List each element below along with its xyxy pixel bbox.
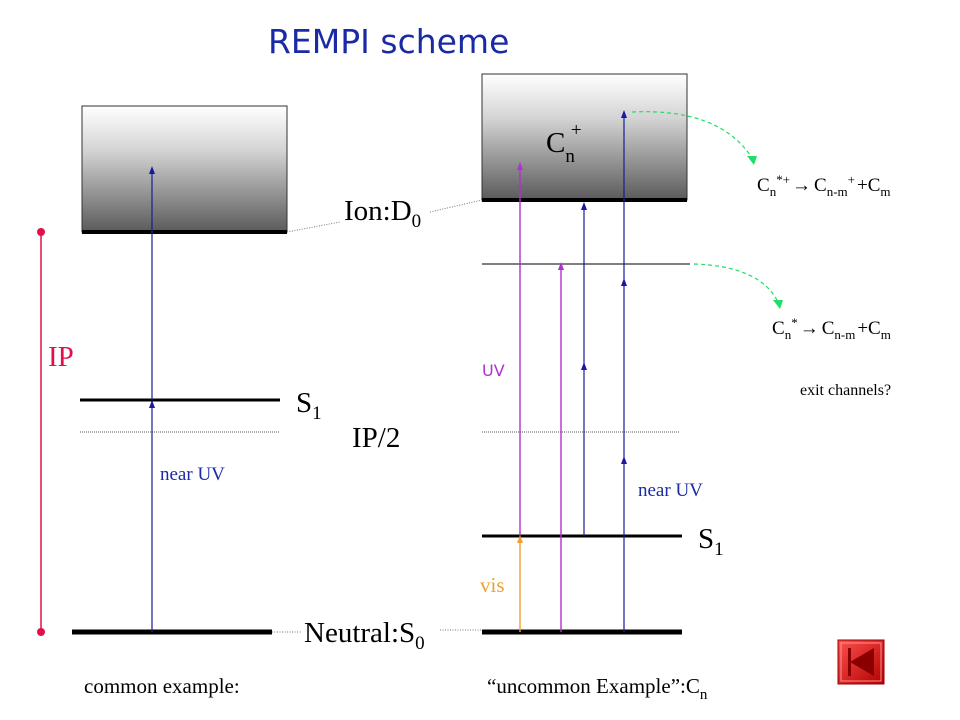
near-uv-label-left: near UV <box>160 464 225 485</box>
exit-channel-ionic: Cn*+→Cn-m++Cm <box>757 172 891 199</box>
vis-arrowhead <box>517 535 523 543</box>
near-uv-label-right: near UV <box>638 480 703 501</box>
caption-uncommon-example: “uncommon Example”:Cn <box>487 674 708 703</box>
excitation-arrowhead-s0-s1-left <box>149 400 155 408</box>
s1-label-left: S1 <box>296 387 322 424</box>
ionization-arrowhead-left <box>149 166 155 174</box>
ip-half-label: IP/2 <box>352 422 400 454</box>
vis-label: vis <box>480 573 505 597</box>
ip-bracket-bottom-dot <box>37 628 45 636</box>
uv-arrowhead-s1-to-ion <box>517 162 523 170</box>
near-uv-arrowhead-ground-step2 <box>621 278 627 286</box>
dissociation-arrow-ionic <box>631 111 753 159</box>
uv-label: UV <box>482 361 505 380</box>
previous-slide-button[interactable] <box>837 639 885 685</box>
ion-label: Ion:D0 <box>344 195 421 232</box>
previous-slide-icon <box>848 648 874 676</box>
ion-label-leader-right <box>429 199 483 213</box>
exit-channel-neutral: Cn*→Cn-m+Cm <box>772 315 891 342</box>
near-uv-arrowhead-ground-step3 <box>621 110 627 118</box>
cation-label: Cn+ <box>546 120 582 167</box>
ion-continuum-right <box>481 73 688 201</box>
dissociation-arrowhead-neutral <box>773 300 783 309</box>
neutral-label: Neutral:S0 <box>304 617 425 654</box>
exit-channels-question: exit channels? <box>800 382 891 399</box>
near-uv-arrowhead-ground-step1 <box>621 456 627 464</box>
near-uv-arrowhead-s1-step1 <box>581 362 587 370</box>
dissociation-arrow-neutral <box>693 263 779 303</box>
s1-label-right: S1 <box>698 523 724 560</box>
near-uv-arrowhead-s1-step2 <box>581 202 587 210</box>
dissociation-arrowhead-ionic <box>747 156 757 165</box>
ion-continuum-left <box>81 105 288 233</box>
ip-label: IP <box>48 341 74 373</box>
uv-arrowhead-ground-to-intermediate <box>558 262 564 270</box>
caption-common-example: common example: <box>84 674 240 698</box>
slide-title: REMPI scheme <box>268 22 509 61</box>
ip-bracket-top-dot <box>37 228 45 236</box>
ion-label-leader-left <box>286 221 341 233</box>
